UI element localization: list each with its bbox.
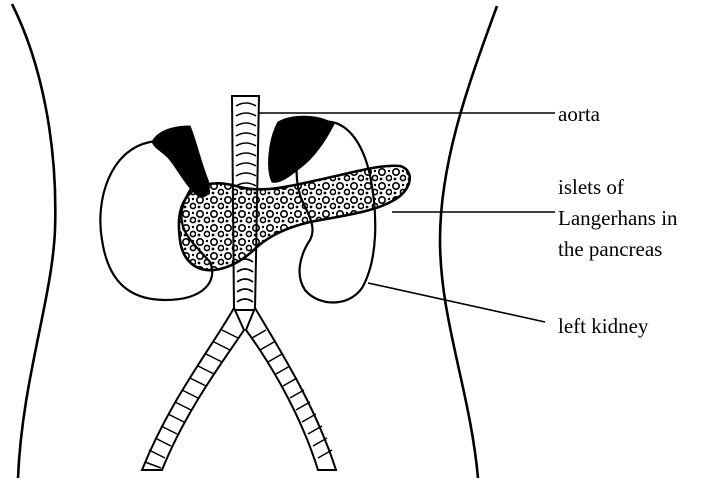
label-aorta: aorta xyxy=(558,99,600,130)
body-outline-right xyxy=(440,6,497,478)
right-iliac-artery xyxy=(246,308,336,470)
label-islets-line-1: islets of xyxy=(558,172,678,203)
label-aorta-text: aorta xyxy=(558,99,600,130)
label-islets-line-3: the pancreas xyxy=(558,234,678,265)
label-islets-line-2: Langerhans in xyxy=(558,203,678,234)
left-kidney-leader-line xyxy=(368,283,545,322)
left-iliac-artery xyxy=(142,308,244,470)
label-islets-of-langerhans: islets of Langerhans in the pancreas xyxy=(558,172,678,265)
label-left-kidney: left kidney xyxy=(558,311,648,342)
body-outline-left xyxy=(12,4,55,478)
label-left-kidney-text: left kidney xyxy=(558,311,648,342)
